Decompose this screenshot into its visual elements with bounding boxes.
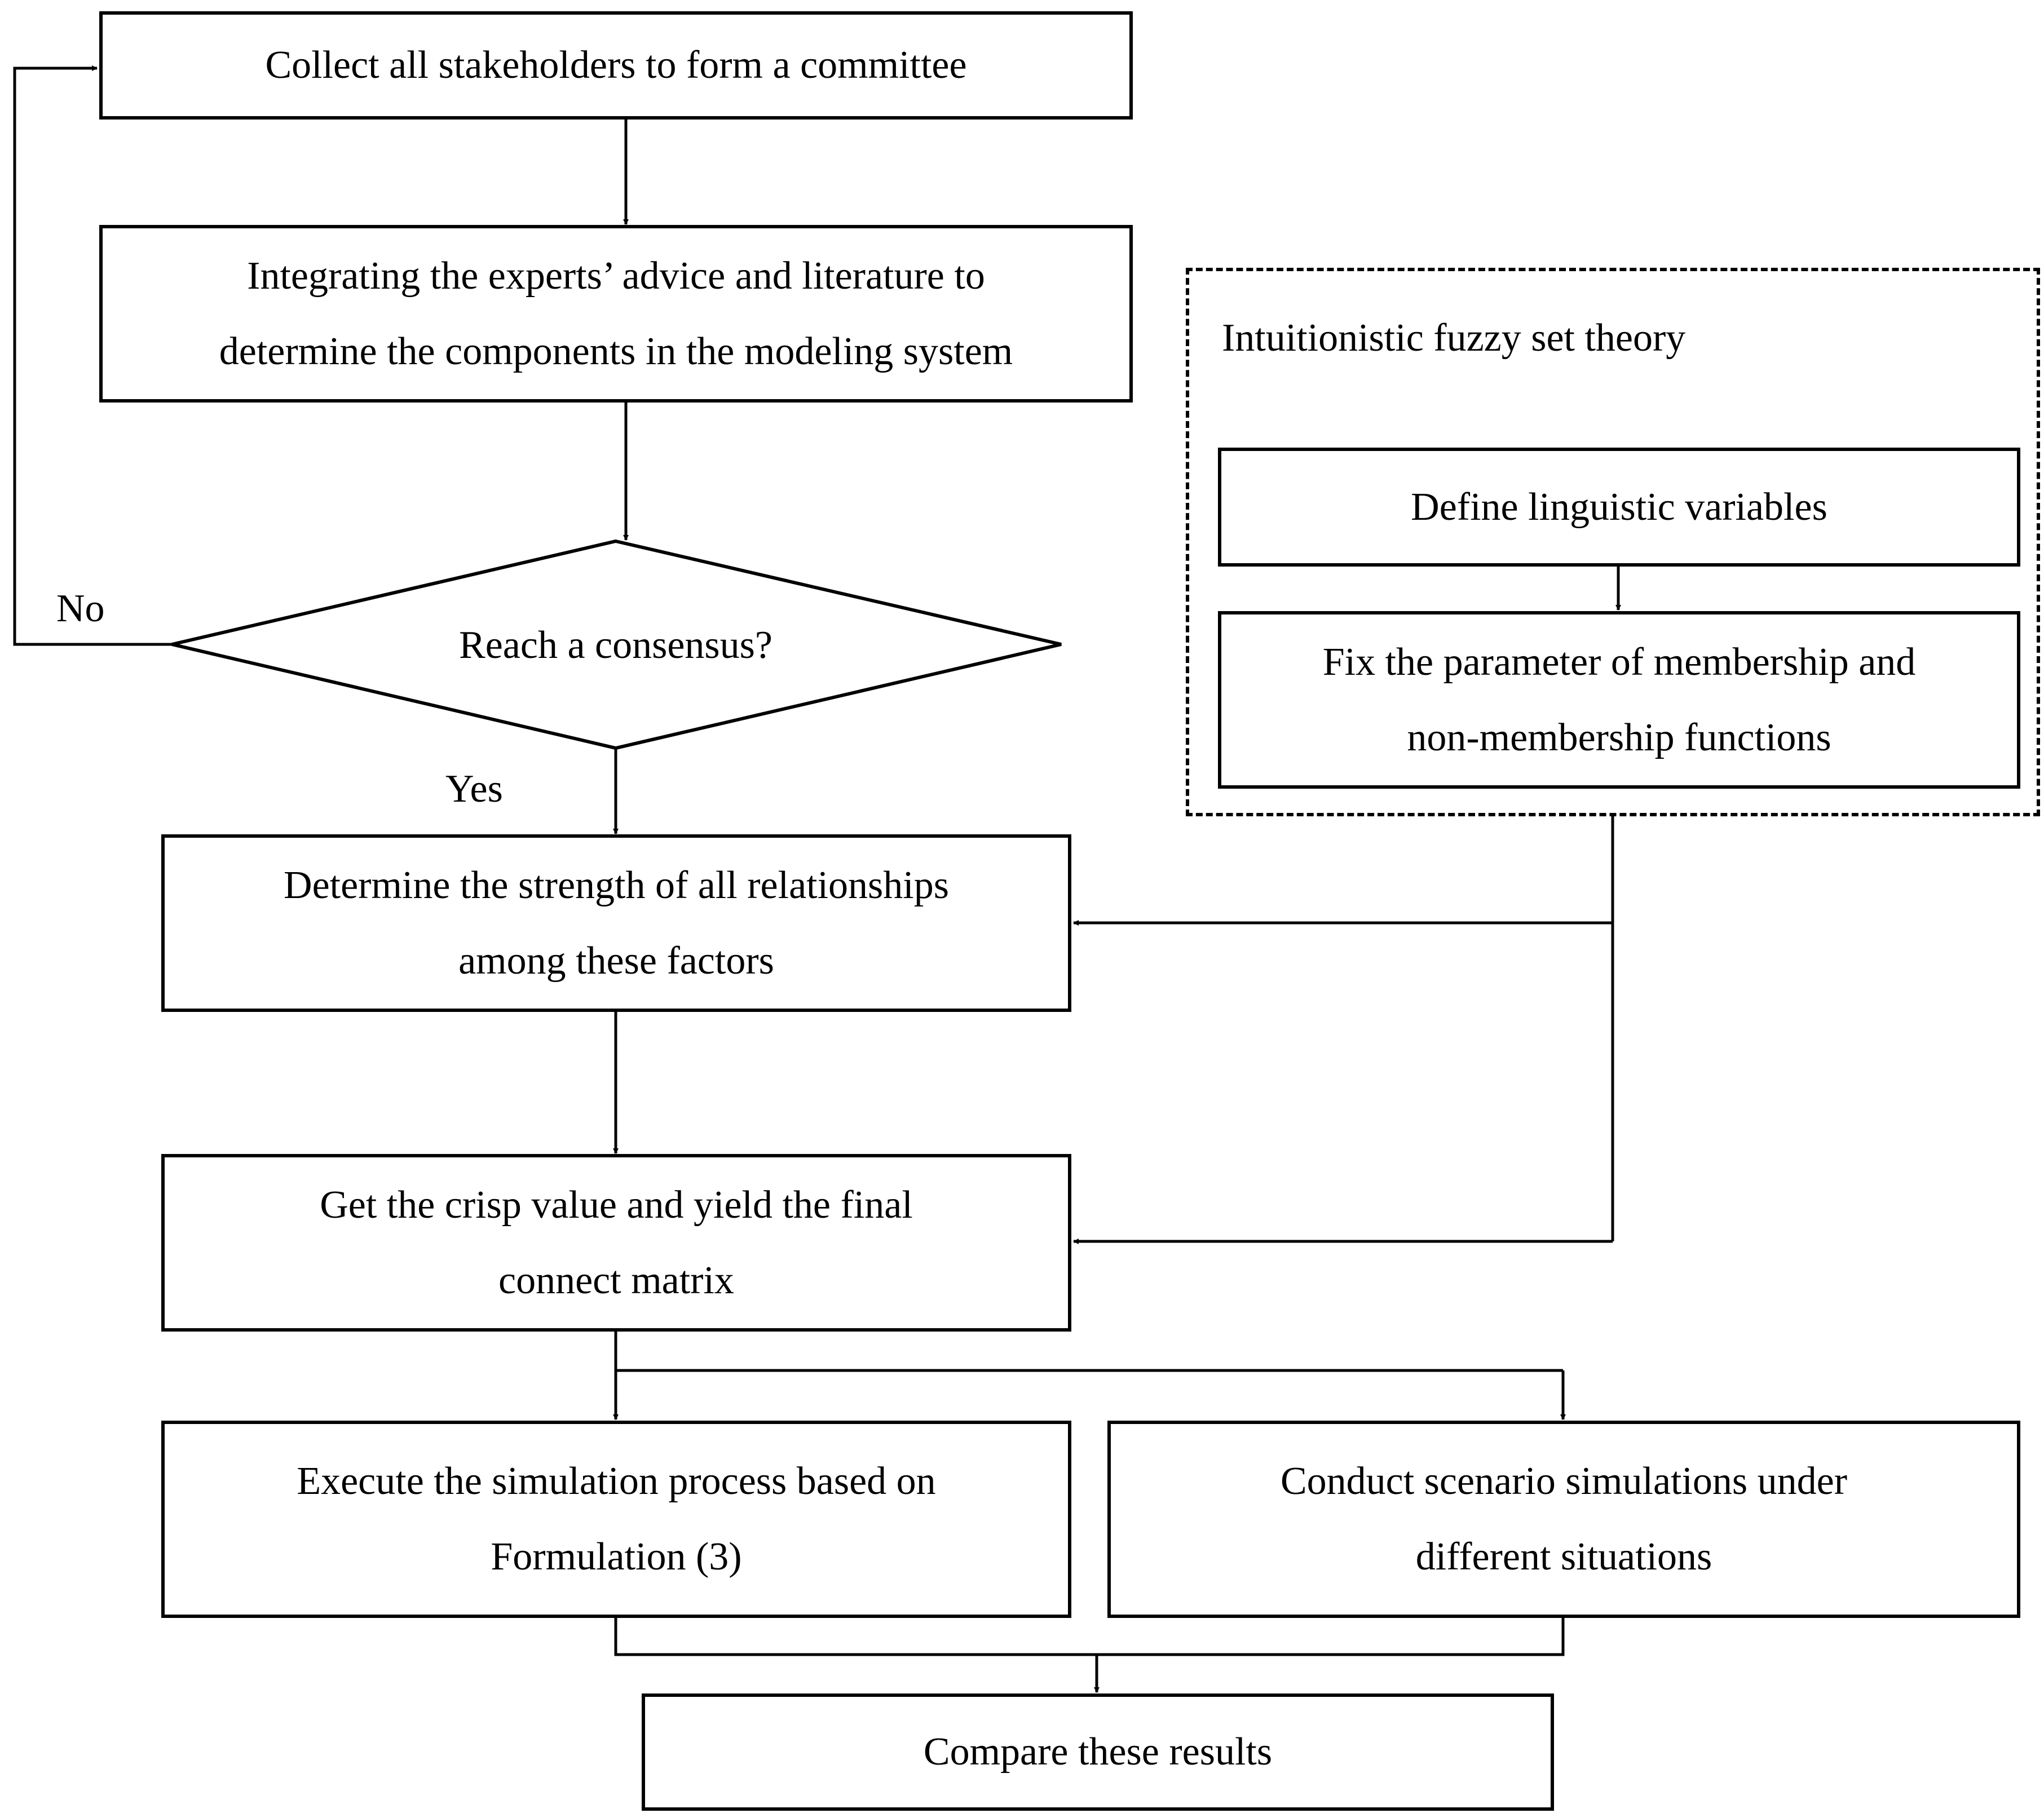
collect-text: Collect all stakeholders to form a commi… <box>265 43 967 87</box>
fuzzy-group-title: Intuitionistic fuzzy set theory <box>1222 316 1686 360</box>
scenario-text-line1: Conduct scenario simulations under <box>1280 1460 1848 1503</box>
define-text: Define linguistic variables <box>1411 485 1827 529</box>
execute-simulation-box: Execute the simulation process based on … <box>161 1421 1071 1618</box>
fix-parameter-box: Fix the parameter of membership and non-… <box>1218 611 2020 789</box>
fuzzy-set-group <box>1186 268 2040 816</box>
crisp-text-line1: Get the crisp value and yield the final <box>320 1183 913 1227</box>
scenario-simulation-box: Conduct scenario simulations under diffe… <box>1107 1421 2020 1618</box>
determine-text-line1: Determine the strength of all relationsh… <box>284 863 949 907</box>
determine-strength-box: Determine the strength of all relationsh… <box>161 834 1071 1012</box>
yes-label: Yes <box>445 767 503 811</box>
determine-text-line2: among these factors <box>458 939 774 983</box>
crisp-text-line2: connect matrix <box>498 1258 734 1302</box>
integrate-text-line1: Integrating the experts’ advice and lite… <box>247 254 985 298</box>
execute-text-line1: Execute the simulation process based on <box>297 1460 936 1503</box>
arrow-no-loop <box>13 65 172 646</box>
collect-stakeholders-box: Collect all stakeholders to form a commi… <box>99 11 1133 120</box>
no-label: No <box>56 587 105 630</box>
compare-text: Compare these results <box>923 1730 1273 1774</box>
scenario-text-line2: different situations <box>1415 1535 1712 1578</box>
crisp-value-box: Get the crisp value and yield the final … <box>161 1154 1071 1332</box>
define-linguistic-box: Define linguistic variables <box>1218 448 2020 567</box>
integrate-text-line2: determine the components in the modeling… <box>219 329 1013 373</box>
fix-text-line2: non-membership functions <box>1407 715 1831 759</box>
merge-connector <box>614 1618 1565 1656</box>
compare-results-box: Compare these results <box>642 1693 1554 1811</box>
execute-text-line2: Formulation (3) <box>491 1535 742 1578</box>
decision-diamond <box>171 539 1062 750</box>
decision-question: Reach a consensus? <box>459 624 772 667</box>
fix-text-line1: Fix the parameter of membership and <box>1322 640 1916 684</box>
integrate-components-box: Integrating the experts’ advice and lite… <box>99 225 1133 403</box>
